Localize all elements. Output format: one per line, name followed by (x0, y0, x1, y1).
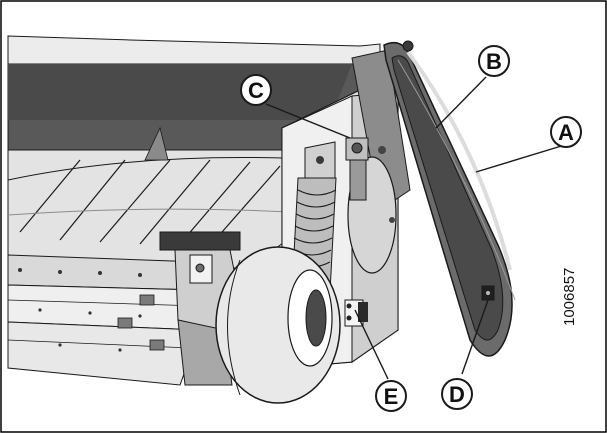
figure-id: 1006857 (561, 267, 578, 326)
gauge-wheel (215, 246, 341, 404)
cutterbar-frame (7, 254, 201, 386)
callout-d-label: D (449, 382, 465, 407)
end-panel-shield (383, 40, 516, 357)
callout-b-label: B (486, 49, 502, 74)
callout-c-label: C (248, 78, 264, 103)
callout-e-label: E (384, 384, 399, 409)
callout-e: E (375, 380, 407, 412)
auger-trough (7, 126, 353, 269)
callout-b: B (478, 45, 510, 77)
callout-a: A (550, 116, 582, 148)
callout-c: C (240, 74, 272, 106)
callout-d: D (441, 378, 473, 410)
callout-a-label: A (558, 120, 574, 145)
callout-leaders (265, 76, 569, 380)
